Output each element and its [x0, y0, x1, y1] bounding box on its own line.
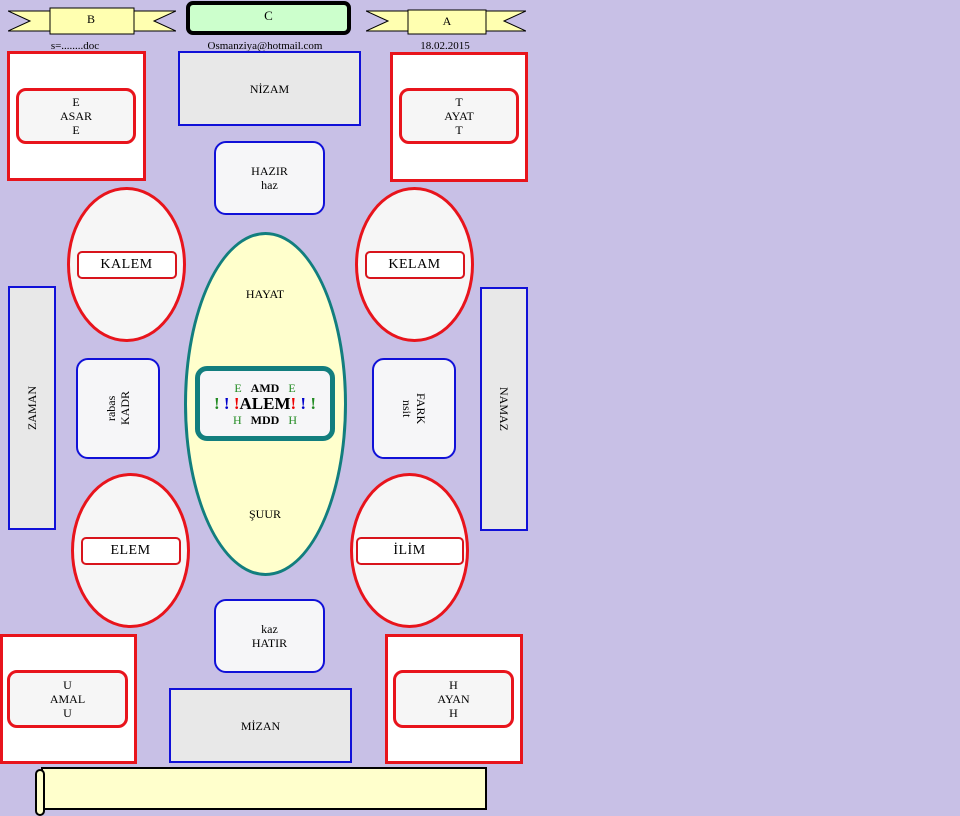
text: NAMAZ [497, 387, 511, 431]
ilim-oval: İLİM [350, 473, 469, 628]
ilim-label: İLİM [355, 536, 464, 565]
scroll-banner [35, 767, 487, 816]
mdd-row: H MDD H [232, 412, 297, 427]
text: T [455, 95, 463, 109]
file-label: s=........doc [50, 40, 100, 52]
mizan-box: MİZAN [169, 688, 352, 763]
email-label: Osmanziya@hotmail.com [207, 40, 323, 52]
text: haz [261, 178, 278, 192]
zaman-bar: ZAMAN [8, 286, 56, 530]
center-title-box: C [186, 1, 351, 35]
text: HAZIR [251, 164, 288, 178]
banner-b-label: B [86, 12, 95, 26]
text: H [449, 678, 458, 692]
kalem-label: KALEM [76, 250, 177, 279]
text: H [449, 706, 458, 720]
kelam-oval: KELAM [355, 187, 474, 342]
hayat-label: HAYAT [245, 287, 285, 301]
kalem-oval: KALEM [67, 187, 186, 342]
text: HATIR [251, 636, 288, 650]
text: U [63, 678, 72, 692]
elem-oval: ELEM [71, 473, 190, 628]
text: E [72, 95, 80, 109]
text: ZAMAN [25, 386, 39, 430]
suur-label: ŞUUR [248, 507, 281, 521]
date-label: 18.02.2015 [420, 40, 470, 52]
kelam-label: KELAM [364, 250, 465, 279]
amd-row: E AMD E [234, 380, 296, 395]
ribbon-banner-b [8, 7, 176, 35]
banner-a-label: A [442, 14, 452, 28]
alem-box: E AMD E ! ! !ALEM! ! ! H MDD H [195, 366, 335, 441]
text: AYAN [437, 692, 470, 706]
text: E [72, 123, 80, 137]
text: U [63, 706, 72, 720]
text: T [455, 123, 463, 137]
text: AYAT [444, 109, 474, 123]
alem-row: ! ! !ALEM! ! ! [213, 393, 317, 413]
namaz-bar: NAMAZ [480, 287, 528, 531]
text: kaz [261, 622, 278, 636]
text: ASAR [59, 109, 92, 123]
nizam-box: NİZAM [178, 51, 361, 126]
ribbon-banner-a [366, 9, 526, 35]
text: AMAL [49, 692, 86, 706]
elem-label: ELEM [80, 536, 181, 565]
